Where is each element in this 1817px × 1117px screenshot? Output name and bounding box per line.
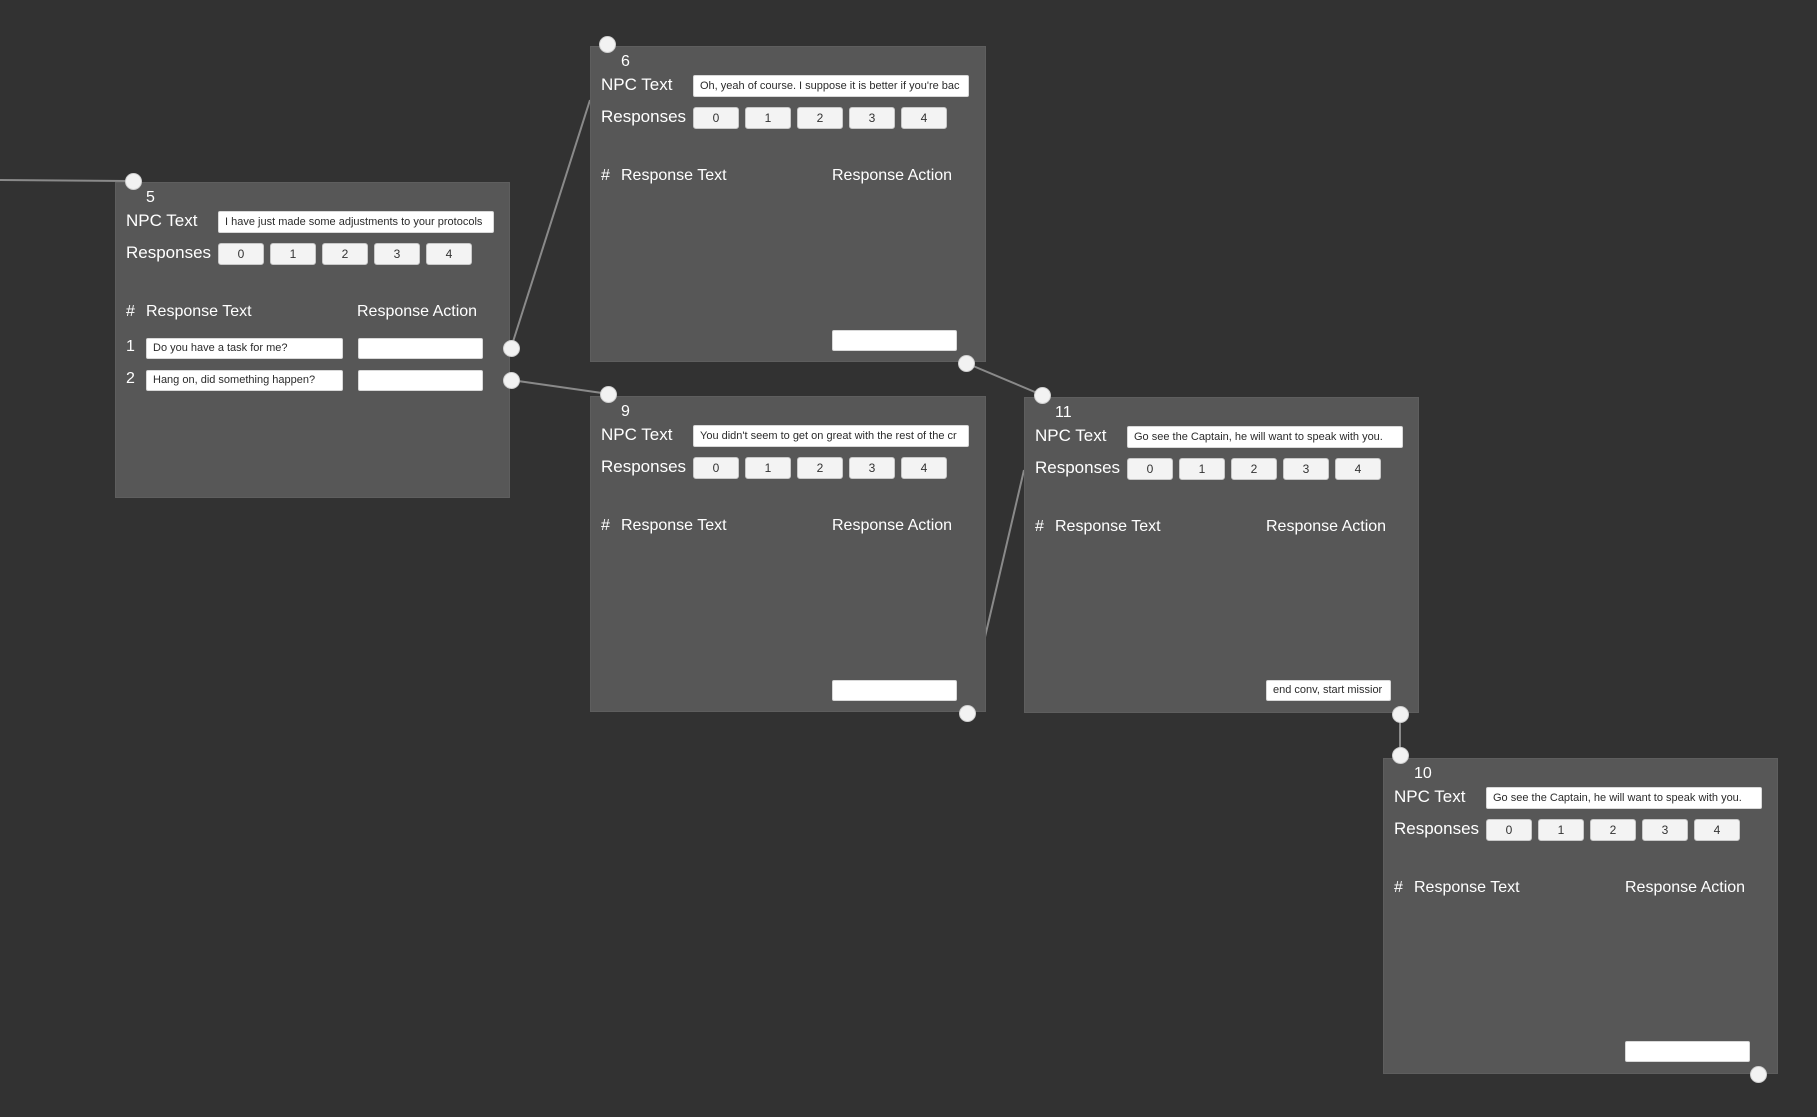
wire-node-6-to-node-11 xyxy=(965,362,1043,396)
response-text-header: Response Text xyxy=(1055,518,1161,535)
responses-label: Responses xyxy=(1394,819,1480,838)
node-10-input-port[interactable] xyxy=(1392,747,1409,764)
dialogue-node-10[interactable]: 10 NPC Text Go see the Captain, he will … xyxy=(1383,758,1778,1074)
wire-node-5-row-1-to-node-6 xyxy=(510,99,591,349)
response-text-input[interactable]: Do you have a task for me? xyxy=(146,338,343,359)
npc-text-input[interactable]: Go see the Captain, he will want to spea… xyxy=(1127,426,1403,448)
response-count-4-button[interactable]: 4 xyxy=(426,243,472,265)
response-count-4-button[interactable]: 4 xyxy=(901,107,947,129)
wire-entry-to-node-5 xyxy=(0,179,134,182)
npc-text-label: NPC Text xyxy=(1035,426,1107,445)
response-count-2-button[interactable]: 2 xyxy=(1590,819,1636,841)
response-row-number: 1 xyxy=(126,338,135,355)
npc-text-input[interactable]: Oh, yeah of course. I suppose it is bett… xyxy=(693,75,969,97)
response-count-4-button[interactable]: 4 xyxy=(901,457,947,479)
npc-text-label: NPC Text xyxy=(1394,787,1466,806)
npc-text-input[interactable]: You didn't seem to get on great with the… xyxy=(693,425,969,447)
node-id: 6 xyxy=(621,53,630,70)
response-action-input[interactable] xyxy=(358,370,483,391)
response-action-header: Response Action xyxy=(357,303,478,320)
node-9-input-port[interactable] xyxy=(600,386,617,403)
response-action-input[interactable]: end conv, start missior xyxy=(1266,680,1391,701)
dialogue-node-5[interactable]: 5 NPC Text I have just made some adjustm… xyxy=(115,182,510,498)
dialogue-node-9[interactable]: 9 NPC Text You didn't seem to get on gre… xyxy=(590,396,986,712)
wire-node-5-row-2-to-node-9 xyxy=(510,379,610,395)
response-count-2-button[interactable]: 2 xyxy=(1231,458,1277,480)
response-action-header: Response Action xyxy=(832,167,953,184)
response-action-input[interactable] xyxy=(832,680,957,701)
response-count-0-button[interactable]: 0 xyxy=(218,243,264,265)
response-count-1-button[interactable]: 1 xyxy=(745,107,791,129)
response-count-1-button[interactable]: 1 xyxy=(270,243,316,265)
response-action-header: Response Action xyxy=(832,517,953,534)
npc-text-label: NPC Text xyxy=(601,425,673,444)
response-count-3-button[interactable]: 3 xyxy=(849,107,895,129)
response-count-3-button[interactable]: 3 xyxy=(1283,458,1329,480)
wire-node-9-to-node-11 xyxy=(984,469,1025,638)
response-action-header: Response Action xyxy=(1625,879,1746,896)
response-count-2-button[interactable]: 2 xyxy=(797,457,843,479)
node-10-output-port[interactable] xyxy=(1750,1066,1767,1083)
npc-text-label: NPC Text xyxy=(601,75,673,94)
hash-header: # xyxy=(1394,879,1403,896)
response-action-header: Response Action xyxy=(1266,518,1387,535)
response-count-0-button[interactable]: 0 xyxy=(1486,819,1532,841)
node-id: 5 xyxy=(146,189,155,206)
node-id: 10 xyxy=(1414,765,1432,782)
npc-text-input[interactable]: I have just made some adjustments to you… xyxy=(218,211,494,233)
response-count-0-button[interactable]: 0 xyxy=(693,107,739,129)
responses-label: Responses xyxy=(1035,458,1121,477)
response-count-1-button[interactable]: 1 xyxy=(745,457,791,479)
hash-header: # xyxy=(601,517,610,534)
responses-label: Responses xyxy=(601,457,687,476)
hash-header: # xyxy=(1035,518,1044,535)
node-5-row-1-output-port[interactable] xyxy=(503,340,520,357)
node-9-output-port[interactable] xyxy=(959,705,976,722)
hash-header: # xyxy=(601,167,610,184)
response-row-number: 2 xyxy=(126,370,135,387)
response-action-input[interactable] xyxy=(832,330,957,351)
response-count-1-button[interactable]: 1 xyxy=(1179,458,1225,480)
response-action-input[interactable] xyxy=(358,338,483,359)
node-6-input-port[interactable] xyxy=(599,36,616,53)
node-6-output-port[interactable] xyxy=(958,355,975,372)
node-11-output-port[interactable] xyxy=(1392,706,1409,723)
response-count-3-button[interactable]: 3 xyxy=(1642,819,1688,841)
node-id: 11 xyxy=(1055,404,1072,421)
node-11-input-port[interactable] xyxy=(1034,387,1051,404)
response-count-3-button[interactable]: 3 xyxy=(374,243,420,265)
node-id: 9 xyxy=(621,403,630,420)
dialogue-node-6[interactable]: 6 NPC Text Oh, yeah of course. I suppose… xyxy=(590,46,986,362)
dialogue-node-11[interactable]: 11 NPC Text Go see the Captain, he will … xyxy=(1024,397,1419,713)
node-5-input-port[interactable] xyxy=(125,173,142,190)
response-text-header: Response Text xyxy=(621,167,727,184)
responses-label: Responses xyxy=(126,243,212,262)
node-5-row-2-output-port[interactable] xyxy=(503,372,520,389)
hash-header: # xyxy=(126,303,135,320)
npc-text-input[interactable]: Go see the Captain, he will want to spea… xyxy=(1486,787,1762,809)
npc-text-label: NPC Text xyxy=(126,211,198,230)
response-count-0-button[interactable]: 0 xyxy=(693,457,739,479)
response-count-2-button[interactable]: 2 xyxy=(797,107,843,129)
response-action-input[interactable] xyxy=(1625,1041,1750,1062)
response-text-input[interactable]: Hang on, did something happen? xyxy=(146,370,343,391)
response-count-3-button[interactable]: 3 xyxy=(849,457,895,479)
response-text-header: Response Text xyxy=(1414,879,1520,896)
response-count-4-button[interactable]: 4 xyxy=(1694,819,1740,841)
response-count-2-button[interactable]: 2 xyxy=(322,243,368,265)
response-text-header: Response Text xyxy=(146,303,252,320)
responses-label: Responses xyxy=(601,107,687,126)
response-count-0-button[interactable]: 0 xyxy=(1127,458,1173,480)
response-text-header: Response Text xyxy=(621,517,727,534)
response-count-1-button[interactable]: 1 xyxy=(1538,819,1584,841)
response-count-4-button[interactable]: 4 xyxy=(1335,458,1381,480)
